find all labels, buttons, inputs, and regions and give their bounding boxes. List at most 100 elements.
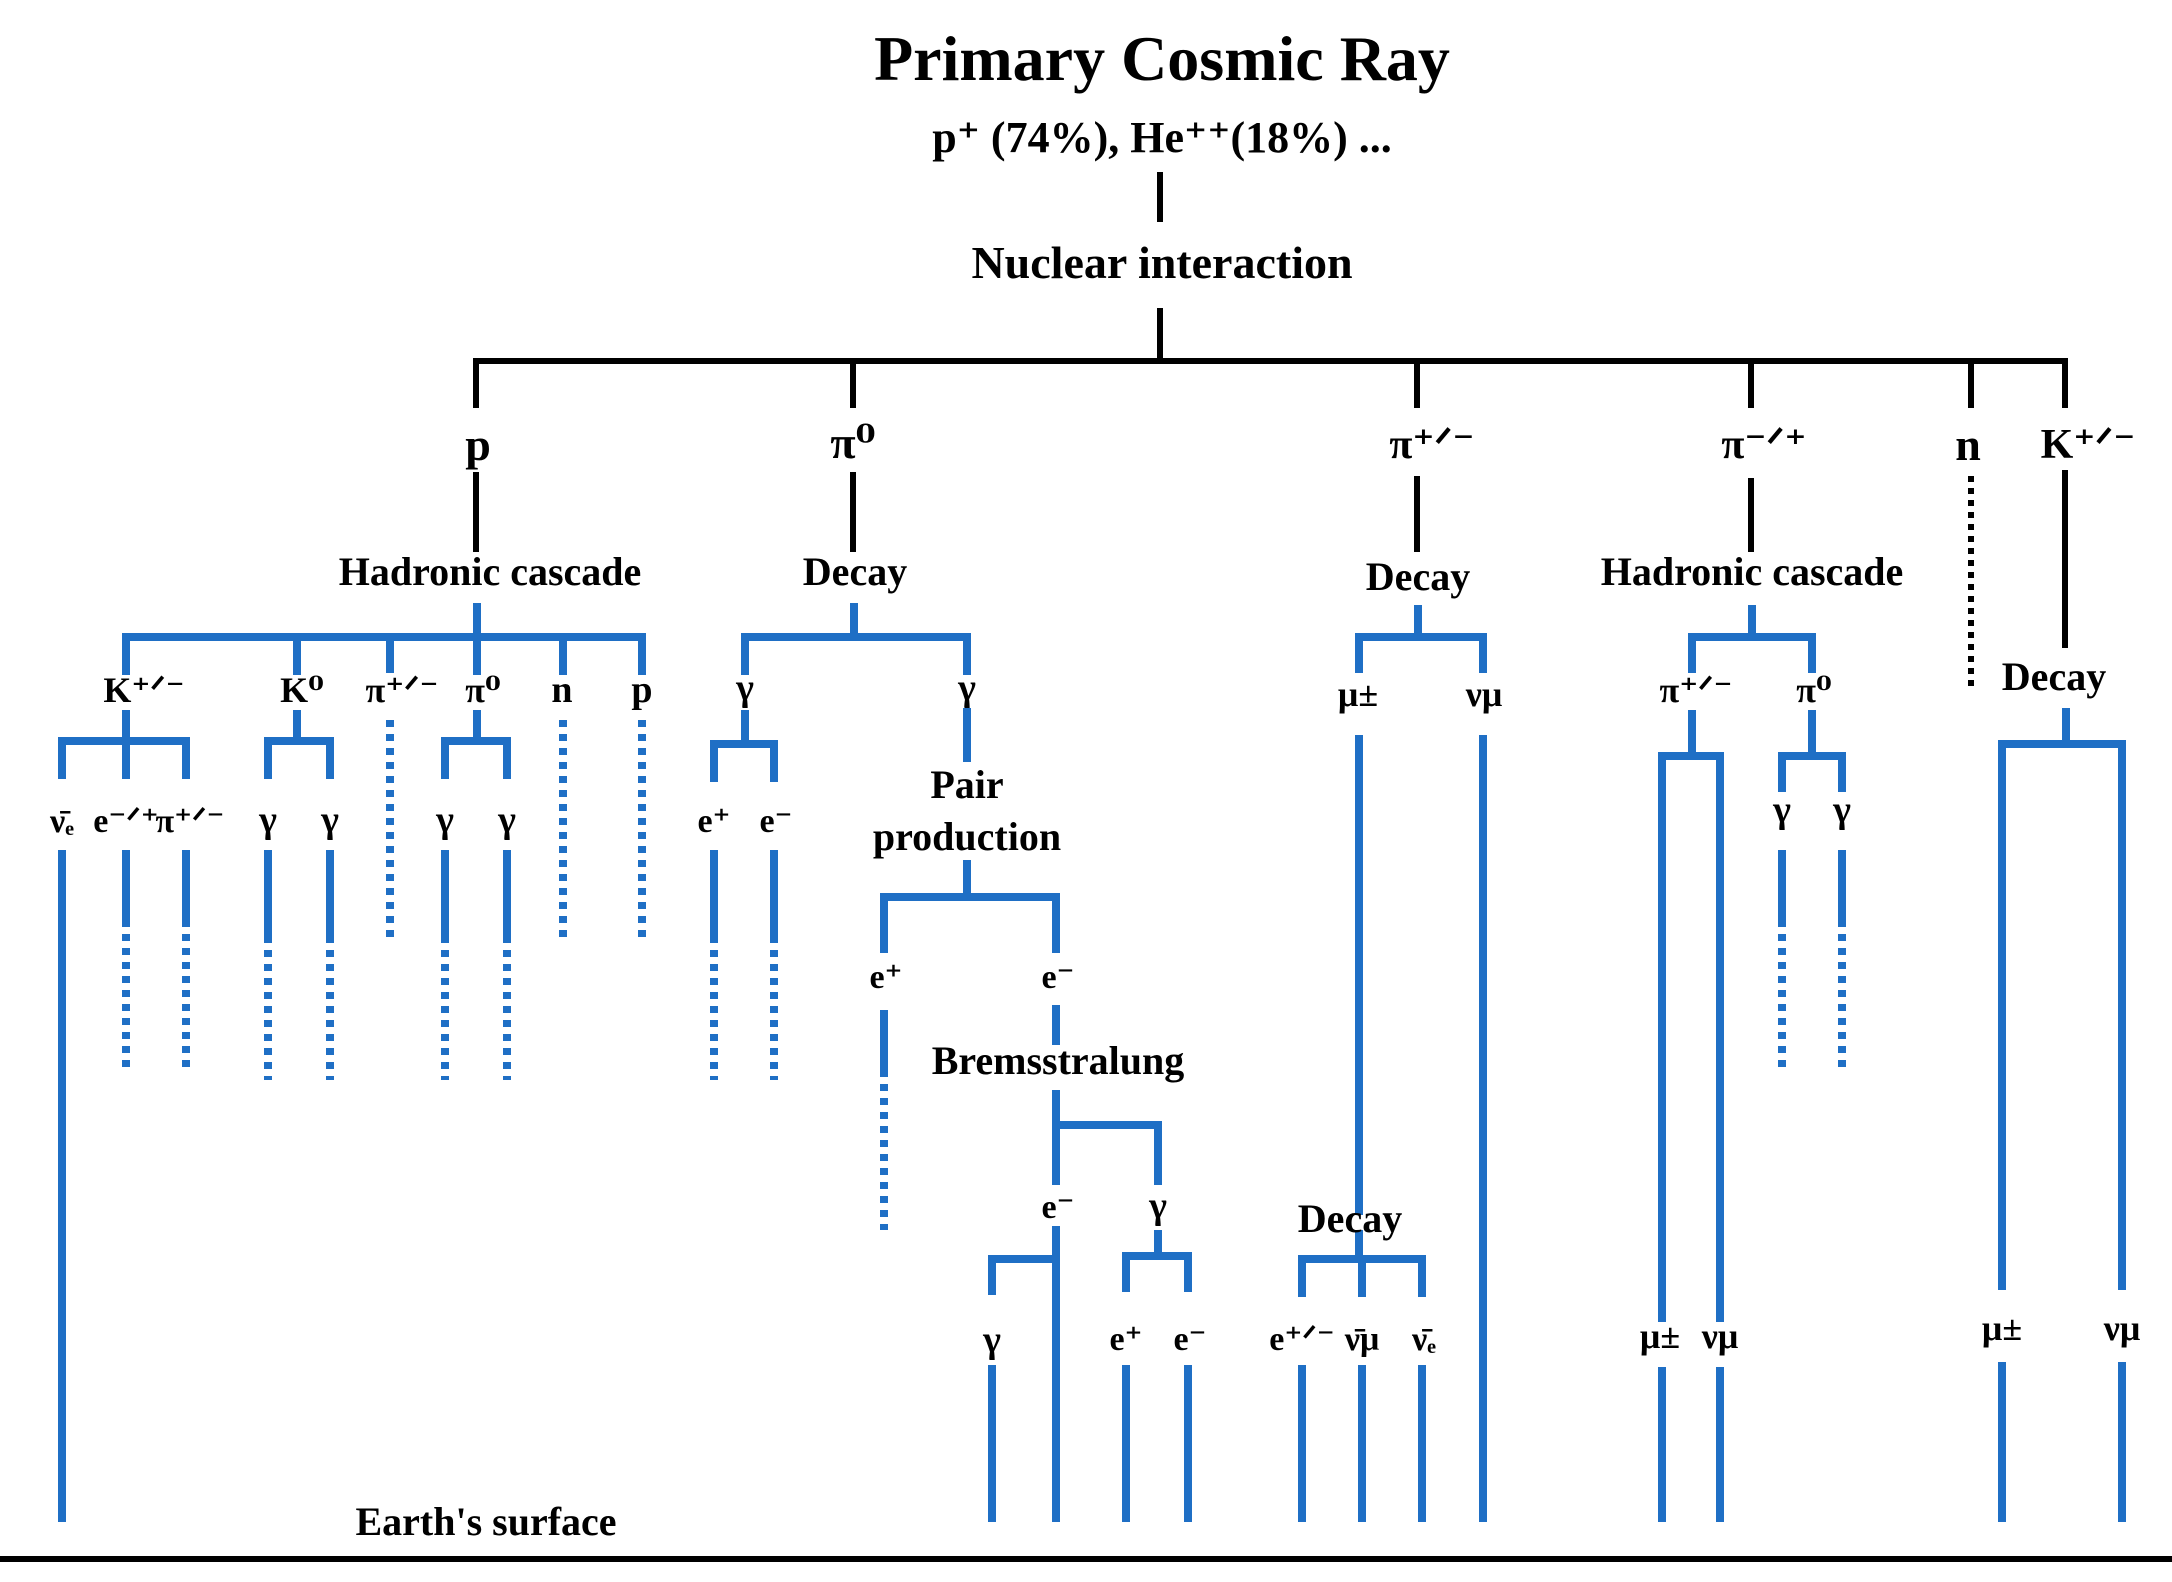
- drop-brems-gamma: [1154, 1121, 1162, 1185]
- line-nubar-e-mu-to-surface: [1418, 1365, 1426, 1522]
- drop-e-pm-mu: [1298, 1255, 1306, 1297]
- drop-pi0: [850, 358, 856, 408]
- label-bremsstrahlung: Bremsstralung: [932, 1038, 1185, 1083]
- label-muon-decay-nubar-mu: ν̄μ: [1344, 1321, 1379, 1358]
- bar-hadronic-cascade-left: [122, 633, 646, 641]
- label-k-pm: K⁺ᐟ⁻: [2041, 422, 2136, 468]
- connector-muon-decay: [1355, 1230, 1363, 1260]
- line-mu-pm-k: [1998, 740, 2006, 1290]
- line-brems-gamma-e-minus-to-surface: [1184, 1365, 1192, 1522]
- connector-brems-gamma: [1154, 1230, 1162, 1260]
- stem-interaction: [1157, 308, 1163, 360]
- label-gamma-k0-a: γ: [258, 799, 277, 841]
- label-n: n: [1955, 419, 1981, 470]
- drop-brems-gamma-e-plus: [1122, 1252, 1130, 1292]
- line-gamma-pi0l-a-solid: [441, 850, 449, 936]
- drop-e-plus-gamma: [710, 740, 718, 782]
- label-pi-pm-kdecay: π⁺ᐟ⁻: [156, 803, 225, 840]
- label-decay-muon: Decay: [1298, 1196, 1402, 1241]
- drop-mu-pm: [1355, 633, 1363, 673]
- line-mu-pm-to-decay: [1355, 735, 1363, 1215]
- line-e-minus-gamma-solid: [770, 850, 778, 936]
- line-nu-mu-right: [1716, 752, 1724, 1322]
- line-gamma-to-pair: [963, 708, 971, 762]
- stem-k-pm: [2062, 470, 2068, 648]
- drop-e-minus-gamma: [770, 740, 778, 782]
- connector-pi-pm-decay: [1414, 605, 1422, 637]
- connector-k-pm-decay: [2062, 708, 2070, 748]
- shower-tree-lines: [58, 603, 2126, 1522]
- label-nu-mu: νμ: [1465, 674, 1503, 714]
- connector-pi0-decay: [850, 603, 858, 637]
- drop-e-mp-left: [122, 737, 130, 779]
- label-hadronic-cascade-left: Hadronic cascade: [339, 549, 642, 594]
- drop-k0: [293, 633, 301, 675]
- main-branch-bar: [473, 358, 2067, 364]
- drop-gamma-pi0l-b: [503, 737, 511, 779]
- upper-tree-lines: [473, 172, 2068, 690]
- label-pi0-cascade: π⁰: [465, 670, 501, 710]
- connector-gamma-split: [741, 710, 749, 744]
- line-mu-pm-right-to-surface: [1658, 1367, 1666, 1522]
- bar-k0-split: [264, 737, 334, 745]
- drop-gamma-k0-a: [264, 737, 272, 779]
- drop-p-left: [638, 633, 646, 675]
- line-nu-mu-k-to-surface: [2118, 1362, 2126, 1522]
- drop-pi0-left: [473, 633, 481, 675]
- drop-pi-mp: [1748, 358, 1754, 408]
- label-e-mp-left: e⁻ᐟ⁺: [93, 803, 158, 840]
- label-pi-pm-cascade: π⁺ᐟ⁻: [366, 670, 439, 710]
- bar-brems-gamma-split: [1122, 1252, 1192, 1260]
- line-nu-mu-to-surface: [1479, 735, 1487, 1522]
- label-nuclear-interaction: Nuclear interaction: [971, 237, 1352, 288]
- drop-pi0-right: [1808, 633, 1816, 673]
- label-gamma-decay-b: γ: [957, 667, 976, 709]
- label-pi-pm: π⁺ᐟ⁻: [1389, 422, 1474, 468]
- label-brems-gamma-e-plus: e⁺: [1109, 1321, 1142, 1358]
- line-e-plus-gamma-solid: [710, 850, 718, 936]
- line-gamma-k0-b-solid: [326, 850, 334, 936]
- label-gamma-decay-a: γ: [735, 667, 754, 709]
- label-pi-pm-right: π⁺ᐟ⁻: [1660, 670, 1733, 710]
- label-pair-production-line1: Pair: [930, 762, 1003, 807]
- line-e-pm-mu-to-surface: [1298, 1365, 1306, 1522]
- drop-gamma-decay-a: [741, 633, 749, 675]
- bar-bremsstrahlung: [1052, 1121, 1162, 1129]
- drop-nubar-e-mu: [1418, 1255, 1426, 1297]
- line-nubar-mu-to-surface: [1358, 1365, 1366, 1522]
- drop-nu-mu: [1479, 633, 1487, 673]
- drop-gamma-pi0r-a: [1778, 752, 1786, 792]
- label-brems-gamma: γ: [1148, 1185, 1167, 1227]
- connector-pair: [963, 860, 971, 898]
- label-pair-production-line2: production: [873, 814, 1061, 859]
- label-pi0: π⁰: [830, 417, 875, 468]
- drop-nubar-e-left: [58, 737, 66, 779]
- earth-surface-line: [0, 1556, 2172, 1562]
- line-nu-mu-k: [2118, 740, 2126, 1290]
- connector-brems: [1052, 1090, 1060, 1126]
- connector-hadronic-right: [1748, 605, 1756, 637]
- drop-pi-pm-kdecay: [182, 737, 190, 779]
- bar-pair-production: [880, 893, 1060, 901]
- drop-nubar-mu: [1358, 1255, 1366, 1297]
- label-pair-e-minus: e⁻: [1041, 959, 1074, 996]
- label-k-pm-cascade: K⁺ᐟ⁻: [103, 670, 184, 710]
- label-gamma-k0-b: γ: [320, 799, 339, 841]
- connector-pi0-left: [473, 710, 481, 740]
- connector-k-pm: [122, 710, 130, 740]
- label-mu-pm-right: μ±: [1640, 1316, 1680, 1356]
- drop-pair-e-minus: [1052, 893, 1060, 953]
- label-n-cascade: n: [551, 669, 572, 711]
- stem-pi0: [850, 472, 856, 552]
- stem-pi-pm: [1414, 476, 1420, 552]
- drop-n-left: [559, 633, 567, 675]
- label-mu-pm-k: μ±: [1982, 1308, 2022, 1348]
- stem-pi-mp: [1748, 478, 1754, 552]
- connector-hadronic-left: [473, 603, 481, 637]
- drop-gamma-decay-b: [963, 633, 971, 675]
- label-e-plus-gamma: e⁺: [697, 803, 730, 840]
- diagram-title: Primary Cosmic Ray: [874, 23, 1450, 94]
- primary-composition: p⁺ (74%), He⁺⁺(18%) ...: [932, 113, 1392, 162]
- line-pi-pm-kdecay-solid: [182, 850, 190, 920]
